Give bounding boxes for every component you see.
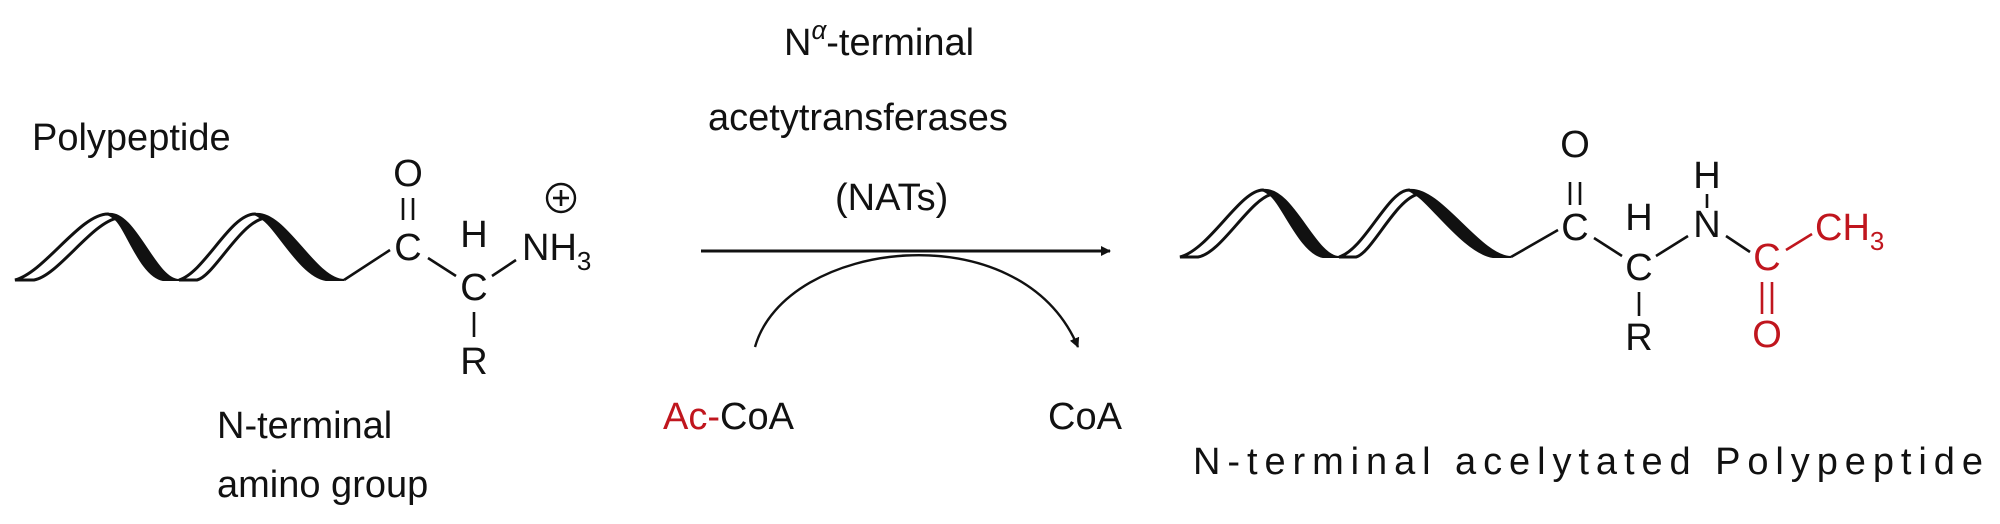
enzyme-line1: Nα-terminal — [784, 15, 974, 64]
atom-n-h: H — [1693, 155, 1720, 197]
methyl-group: CH3 — [1815, 207, 1884, 256]
atom-o: O — [1560, 124, 1590, 166]
enzyme-line3: (NATs) — [835, 177, 948, 219]
atom-h: H — [460, 214, 487, 256]
atom-r: R — [1625, 317, 1652, 359]
reactant-title: Polypeptide — [32, 117, 231, 159]
right-helix-icon — [1179, 188, 1512, 259]
enzyme-line2: acetytransferases — [708, 97, 1008, 139]
coa-label: CoA — [1048, 396, 1123, 438]
atom-c: C — [1561, 207, 1588, 249]
acetyl-oxygen: O — [1752, 314, 1782, 356]
atom-h: H — [1625, 197, 1652, 239]
atom-c-alpha: C — [1625, 247, 1652, 289]
product-structure: O C H C R H N C O CH3 — [1510, 124, 1884, 359]
left-helix-icon — [14, 212, 345, 282]
product-caption: N-terminal acelytated Polypeptide — [1193, 441, 1983, 483]
reactant-caption-line2: amino group — [217, 464, 428, 506]
acetyl-coa-label: Ac-CoA — [663, 396, 795, 438]
amino-group-label: NH3 — [522, 227, 591, 276]
positive-charge-icon: + — [545, 182, 577, 214]
acetyl-carbon: C — [1753, 237, 1780, 279]
reactant-structure: O C H C R NH3 + — [343, 153, 591, 383]
atom-r: R — [460, 341, 487, 383]
atom-c: C — [394, 227, 421, 269]
reactant-caption-line1: N-terminal — [217, 405, 392, 447]
atom-o: O — [393, 153, 423, 195]
cofactor-curved-arrow-icon — [753, 253, 1080, 348]
atom-c-alpha: C — [460, 267, 487, 309]
atom-n: N — [1693, 204, 1720, 246]
